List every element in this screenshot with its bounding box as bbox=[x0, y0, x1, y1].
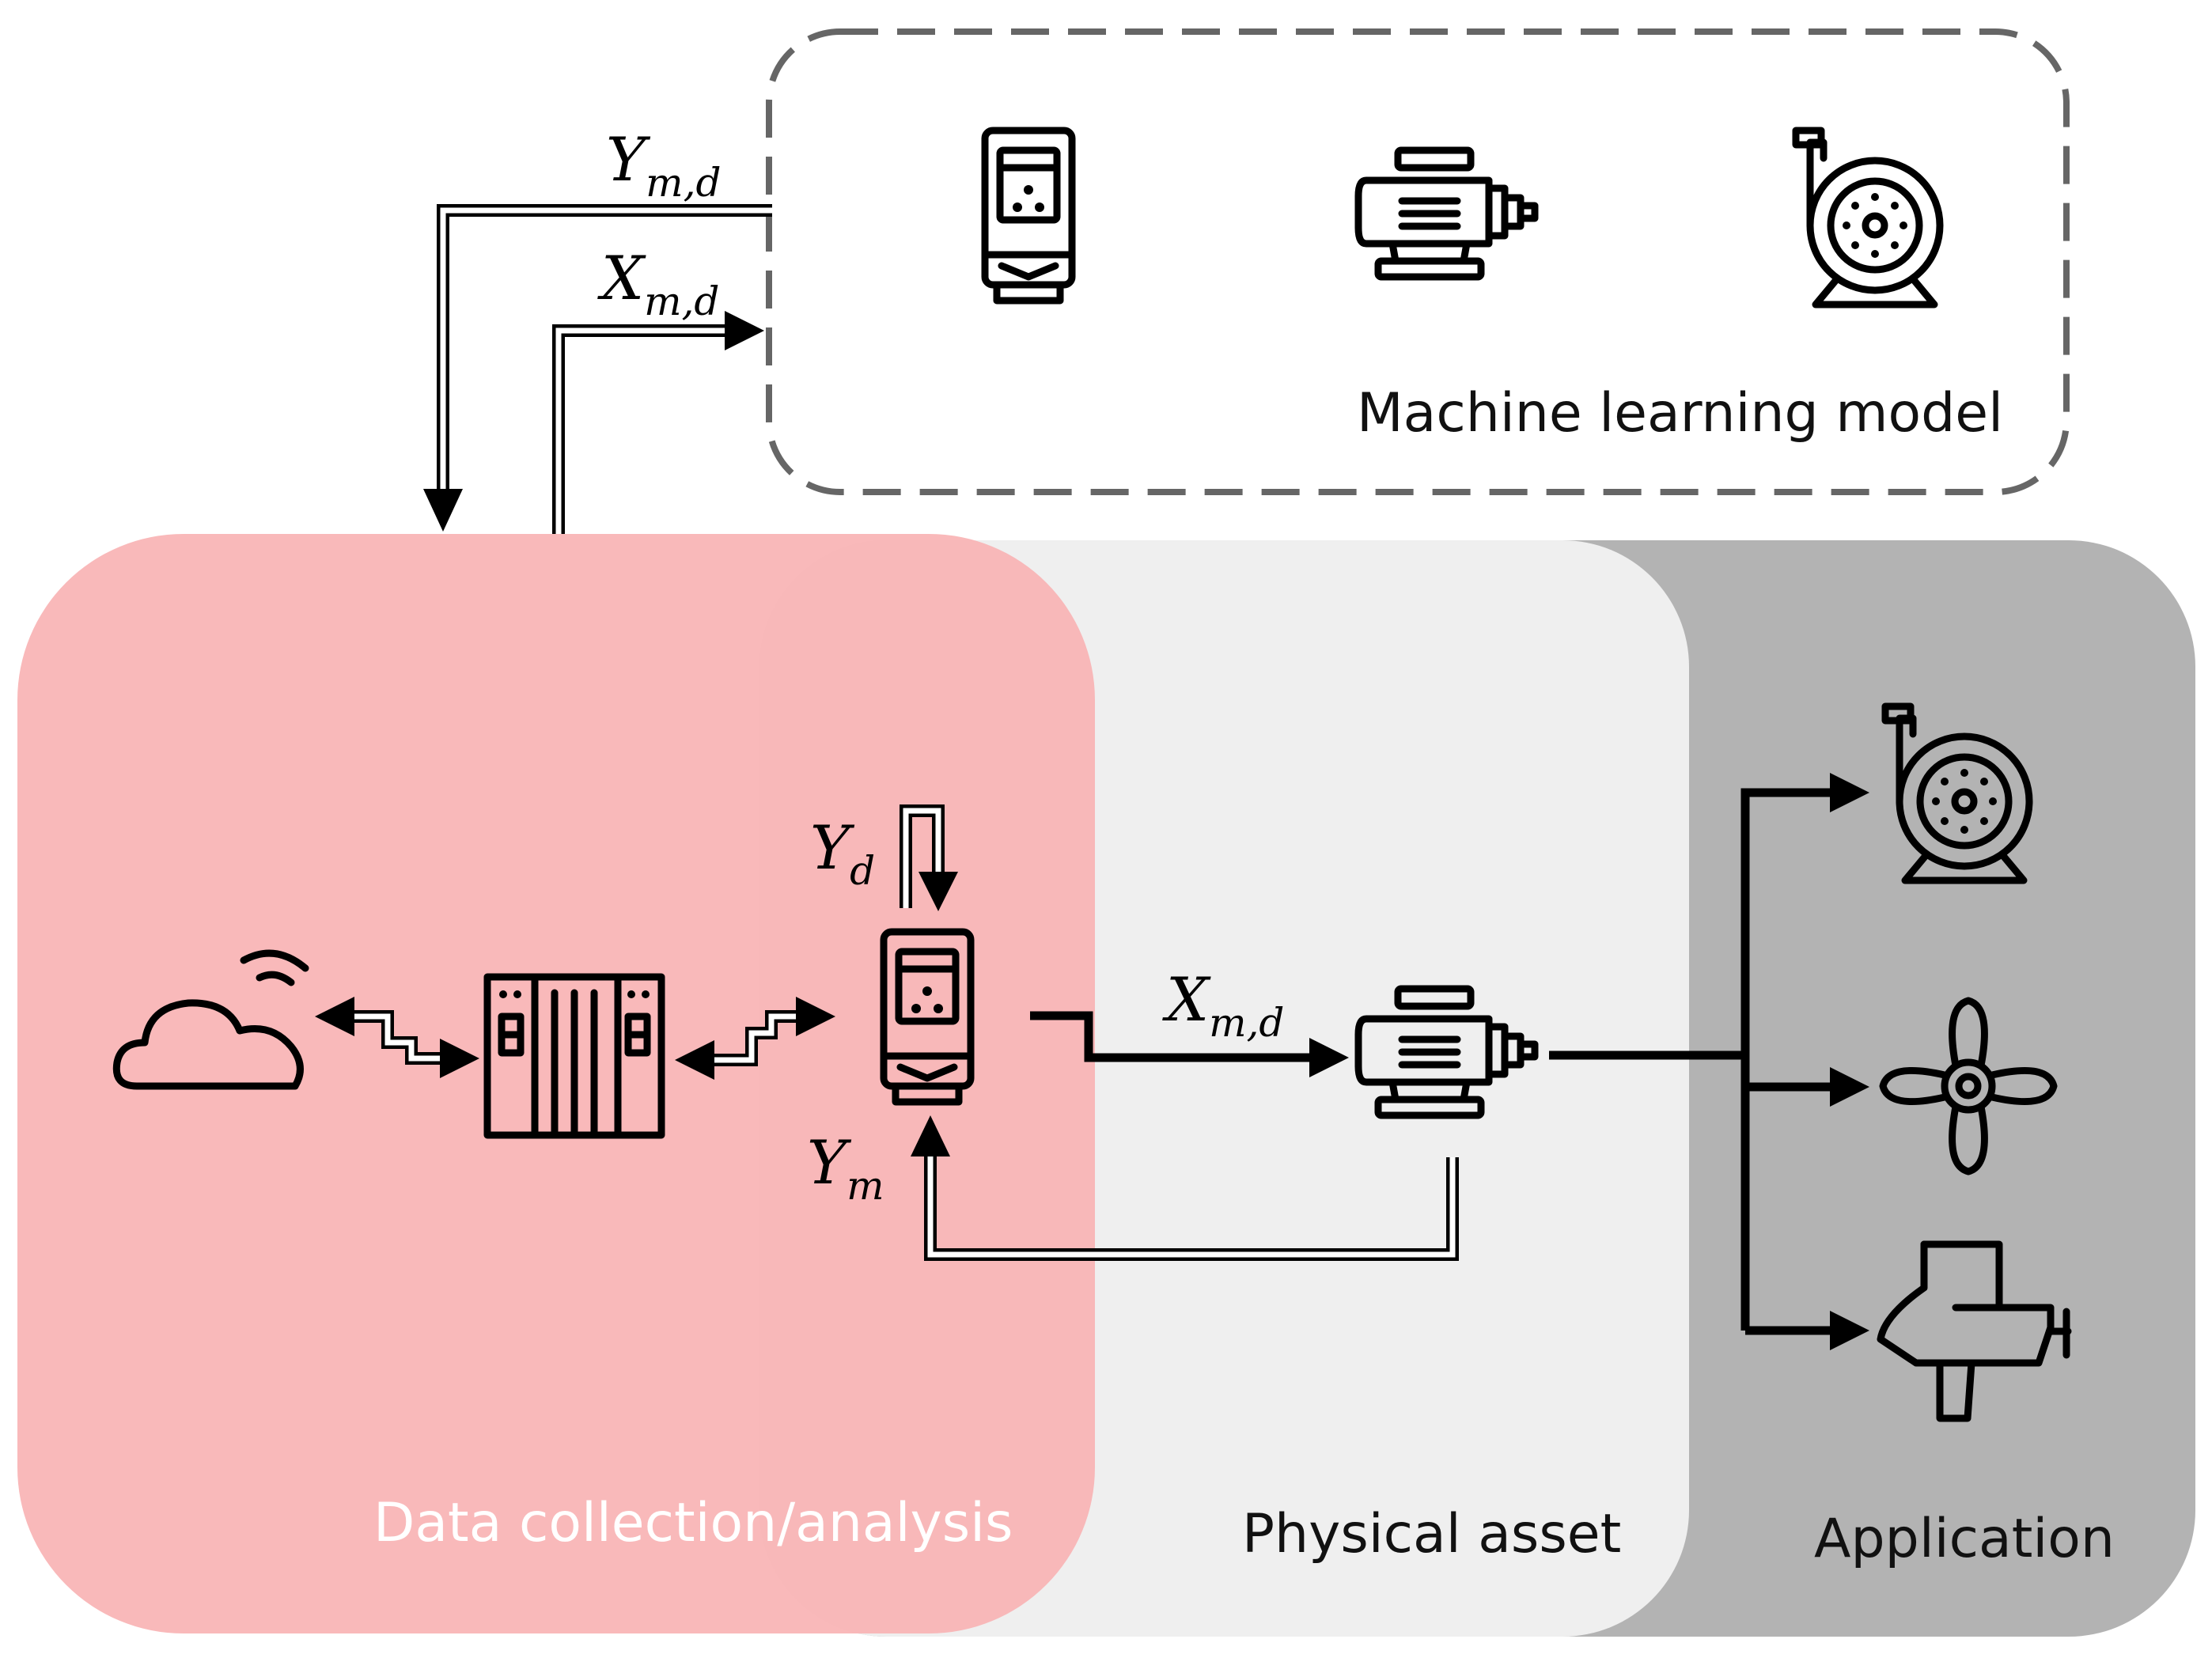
xmd-drive-motor-arrow bbox=[1030, 1011, 1349, 1077]
cabinet-drive-link bbox=[675, 997, 835, 1080]
drive-icon bbox=[985, 131, 1072, 301]
application-label: Application bbox=[1814, 1508, 2115, 1570]
ym-label: Ym bbox=[807, 1127, 884, 1209]
xmd-top-label: Xm,d bbox=[597, 243, 719, 324]
ymd-feedback-connector bbox=[423, 204, 772, 532]
ym-feedback-connector bbox=[911, 1115, 1459, 1261]
xmd-mid-label: Xm,d bbox=[1162, 964, 1284, 1046]
data-collection-label: Data collection/analysis bbox=[373, 1492, 1013, 1554]
ymd-label: Ym,d bbox=[606, 124, 721, 206]
xmd-input-connector bbox=[552, 311, 764, 534]
physical-asset-label: Physical asset bbox=[1242, 1503, 1621, 1565]
ml-model-box bbox=[766, 28, 2070, 495]
yd-loop bbox=[900, 804, 958, 911]
motor-icon bbox=[1358, 150, 1535, 277]
yd-label: Yd bbox=[810, 812, 875, 894]
motor-application-arrows bbox=[1549, 773, 1869, 1350]
cloud-cabinet-link bbox=[315, 997, 479, 1078]
ml-model-label: Machine learning model bbox=[1357, 382, 2003, 445]
pump-icon bbox=[1796, 131, 1940, 305]
